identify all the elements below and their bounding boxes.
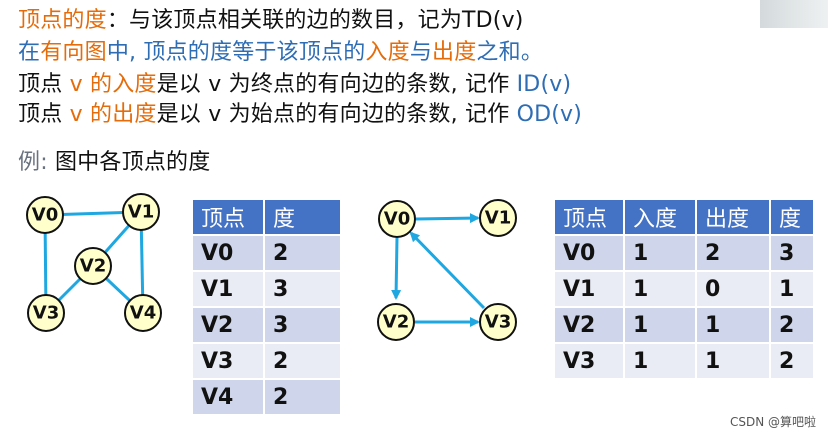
cell-vertex: V0 xyxy=(192,235,264,271)
cell-degree: 2 xyxy=(770,307,814,343)
table-header-row: 顶点 入度 出度 度 xyxy=(554,199,814,235)
cell-in-degree: 1 xyxy=(624,307,696,343)
cell-degree: 3 xyxy=(264,271,341,307)
cell-vertex: V1 xyxy=(192,271,264,307)
cell-vertex: V3 xyxy=(554,343,624,379)
node-v3: V3 xyxy=(480,304,516,340)
node-v1: V1 xyxy=(480,200,516,236)
cell-out-degree: 0 xyxy=(696,271,770,307)
column-header: 顶点 xyxy=(554,199,624,235)
node-label: V0 xyxy=(384,209,410,230)
cell-degree: 3 xyxy=(264,307,341,343)
cell-out-degree: 1 xyxy=(696,343,770,379)
node-v2: V2 xyxy=(378,304,414,340)
cell-vertex: V1 xyxy=(554,271,624,307)
arc-v0-v1 xyxy=(416,218,478,219)
cell-degree: 1 xyxy=(770,271,814,307)
column-header: 度 xyxy=(770,199,814,235)
cell-vertex: V4 xyxy=(192,379,264,415)
cell-in-degree: 1 xyxy=(624,271,696,307)
arc-v0-v2 xyxy=(396,238,397,298)
cell-degree: 2 xyxy=(770,343,814,379)
node-label: V3 xyxy=(485,312,511,333)
cell-vertex: V0 xyxy=(554,235,624,271)
cell-vertex: V2 xyxy=(192,307,264,343)
node-label: V2 xyxy=(383,312,409,333)
column-header: 顶点 xyxy=(192,199,264,235)
cell-degree: 2 xyxy=(264,343,341,379)
arc-v3-v0 xyxy=(411,233,484,308)
column-header: 度 xyxy=(264,199,341,235)
node-label: V1 xyxy=(485,208,511,229)
column-header: 出度 xyxy=(696,199,770,235)
cell-out-degree: 1 xyxy=(696,307,770,343)
cell-degree: 2 xyxy=(264,379,341,415)
cell-vertex: V3 xyxy=(192,343,264,379)
column-header: 入度 xyxy=(624,199,696,235)
watermark: CSDN @算吧啦 xyxy=(730,413,816,430)
cell-in-degree: 1 xyxy=(624,235,696,271)
cell-degree: 2 xyxy=(264,235,341,271)
cell-degree: 3 xyxy=(770,235,814,271)
cell-in-degree: 1 xyxy=(624,343,696,379)
table-header-row: 顶点 度 xyxy=(192,199,341,235)
cell-vertex: V2 xyxy=(554,307,624,343)
node-v0: V0 xyxy=(379,201,415,237)
cell-out-degree: 2 xyxy=(696,235,770,271)
